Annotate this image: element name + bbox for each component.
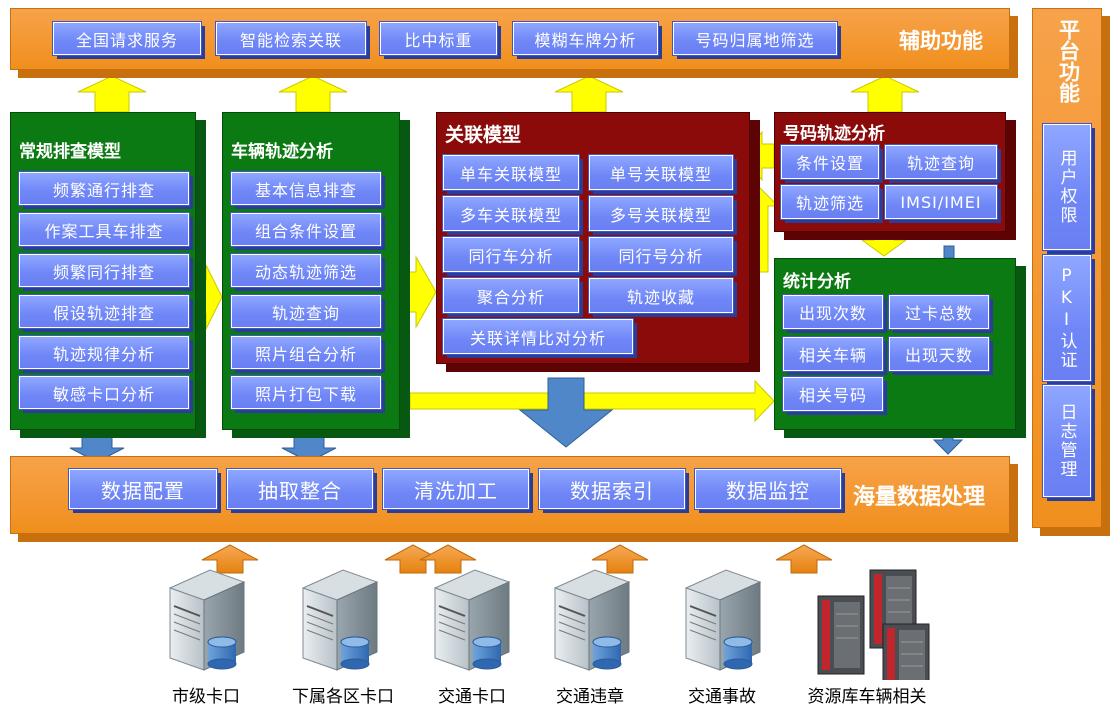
vehicle-item[interactable]: 组合条件设置 xyxy=(230,212,382,247)
arrow-up-relation xyxy=(554,75,624,113)
arrow-up-routine xyxy=(77,75,147,113)
panel-title: 统计分析 xyxy=(783,272,851,292)
relation-item[interactable]: 同行号分析 xyxy=(588,236,734,273)
relation-item[interactable]: 多号关联模型 xyxy=(588,195,734,232)
arrow-down-routine xyxy=(69,431,125,463)
server-icon xyxy=(554,569,630,671)
aux-title: 辅助功能 xyxy=(899,29,983,53)
arrow-left-number-relation xyxy=(741,130,775,182)
server-icon xyxy=(169,569,245,671)
data-item[interactable]: 数据配置 xyxy=(68,468,218,510)
platform-item[interactable]: PKI认证 xyxy=(1042,254,1092,382)
data-title: 海量数据处理 xyxy=(853,485,986,510)
arrow-up-source-3 xyxy=(419,544,477,574)
source-label: 下属各区卡口 xyxy=(292,687,394,707)
relation-item[interactable]: 关联详情比对分析 xyxy=(442,318,634,355)
arrow-up-source-1 xyxy=(201,544,259,574)
stats-item[interactable]: 出现次数 xyxy=(782,294,884,330)
stats-item[interactable]: 过卡总数 xyxy=(888,294,990,330)
arrow-up-number xyxy=(850,75,920,113)
data-item[interactable]: 数据监控 xyxy=(694,468,842,510)
aux-item[interactable]: 比中标重 xyxy=(379,21,498,56)
arrow-down-relation xyxy=(518,377,614,448)
arrow-up-vehicle xyxy=(278,75,348,113)
panel-title: 车辆轨迹分析 xyxy=(231,142,333,162)
stats-item[interactable]: 相关车辆 xyxy=(782,336,884,372)
arrow-right-routine-vehicle xyxy=(191,264,223,330)
relation-item[interactable]: 单号关联模型 xyxy=(588,154,734,191)
stats-item[interactable]: 出现天数 xyxy=(888,336,990,372)
panel-title: 常规排查模型 xyxy=(19,142,121,162)
stats-item[interactable]: 相关号码 xyxy=(782,376,884,412)
routine-item[interactable]: 敏感卡口分析 xyxy=(18,375,190,410)
data-processing-bar: 数据配置 抽取整合 清洗加工 数据索引 数据监控 海量数据处理 xyxy=(10,456,1010,534)
statistics-panel: 统计分析 出现次数 过卡总数 相关车辆 出现天数 相关号码 xyxy=(774,258,1016,430)
platform-item-label: 日志管理 xyxy=(1056,403,1077,479)
arrow-right-vehicle-stats xyxy=(409,379,775,423)
aux-function-bar: 全国请求服务 智能检索关联 比中标重 模糊车牌分析 号码归属地筛选 辅助功能 xyxy=(10,8,1010,70)
arrow-down-number-small xyxy=(943,245,955,259)
rack-server-icon xyxy=(817,595,865,675)
source-label: 资源库车辆相关 xyxy=(807,687,927,707)
vehicle-item[interactable]: 基本信息排查 xyxy=(230,171,382,206)
number-item[interactable]: 条件设置 xyxy=(780,144,880,180)
routine-item[interactable]: 频繁同行排查 xyxy=(18,253,190,288)
arrow-up-source-2 xyxy=(384,544,442,574)
platform-title-text: 平台功能 xyxy=(1056,19,1081,103)
relation-item[interactable]: 单车关联模型 xyxy=(442,154,580,191)
panel-title: 关联模型 xyxy=(445,124,522,146)
vehicle-item[interactable]: 照片打包下载 xyxy=(230,375,382,410)
server-icon xyxy=(434,569,510,671)
number-item[interactable]: 轨迹筛选 xyxy=(780,184,880,220)
data-item[interactable]: 抽取整合 xyxy=(226,468,374,510)
aux-item[interactable]: 全国请求服务 xyxy=(52,21,202,56)
relation-model-panel: 关联模型 单车关联模型 单号关联模型 多车关联模型 多号关联模型 同行车分析 同… xyxy=(436,112,750,364)
aux-item[interactable]: 模糊车牌分析 xyxy=(512,21,659,56)
aux-item[interactable]: 号码归属地筛选 xyxy=(672,21,838,56)
routine-item[interactable]: 假设轨迹排查 xyxy=(18,294,190,329)
routine-item[interactable]: 作案工具车排查 xyxy=(18,212,190,247)
vehicle-item[interactable]: 动态轨迹筛选 xyxy=(230,253,382,288)
relation-item[interactable]: 多车关联模型 xyxy=(442,195,580,232)
arrow-down-stats xyxy=(932,432,964,455)
source-label: 交通违章 xyxy=(556,687,624,707)
source-label: 市级卡口 xyxy=(172,687,240,707)
relation-item[interactable]: 同行车分析 xyxy=(442,236,580,273)
platform-item-label: 用户权限 xyxy=(1056,149,1077,225)
arrow-up-source-5 xyxy=(775,544,833,574)
server-icon xyxy=(685,569,761,671)
data-item[interactable]: 数据索引 xyxy=(538,468,686,510)
platform-function-bar: 平台功能 用户权限 PKI认证 日志管理 xyxy=(1032,8,1102,528)
rack-server-icon xyxy=(882,623,930,680)
arrow-up-source-4 xyxy=(591,544,649,574)
platform-item-label: PKI认证 xyxy=(1056,266,1077,370)
source-label: 交通卡口 xyxy=(438,687,506,707)
arrow-right-vehicle-relation xyxy=(395,255,437,329)
routine-item[interactable]: 轨迹规律分析 xyxy=(18,335,190,370)
source-label: 交通事故 xyxy=(688,687,756,707)
platform-item[interactable]: 用户权限 xyxy=(1042,123,1092,251)
vehicle-trajectory-panel: 车辆轨迹分析 基本信息排查 组合条件设置 动态轨迹筛选 轨迹查询 照片组合分析 … xyxy=(222,112,400,430)
number-item[interactable]: IMSI/IMEI xyxy=(884,184,998,220)
platform-item[interactable]: 日志管理 xyxy=(1042,384,1092,498)
relation-item[interactable]: 轨迹收藏 xyxy=(588,277,734,314)
server-icon xyxy=(302,569,378,671)
aux-item[interactable]: 智能检索关联 xyxy=(215,21,367,56)
number-trajectory-panel: 号码轨迹分析 条件设置 轨迹查询 轨迹筛选 IMSI/IMEI xyxy=(774,112,1006,232)
vehicle-item[interactable]: 轨迹查询 xyxy=(230,294,382,329)
vehicle-item[interactable]: 照片组合分析 xyxy=(230,335,382,370)
number-item[interactable]: 轨迹查询 xyxy=(884,144,998,180)
platform-title: 平台功能 xyxy=(1033,13,1103,109)
routine-model-panel: 常规排查模型 频繁通行排查 作案工具车排查 频繁同行排查 假设轨迹排查 轨迹规律… xyxy=(10,112,196,430)
source-icons xyxy=(169,569,930,680)
data-item[interactable]: 清洗加工 xyxy=(382,468,530,510)
arrow-down-number-stats xyxy=(860,231,908,257)
routine-item[interactable]: 频繁通行排查 xyxy=(18,171,190,206)
arrow-down-vehicle xyxy=(281,431,337,463)
panel-title: 号码轨迹分析 xyxy=(783,124,885,144)
relation-item[interactable]: 聚合分析 xyxy=(442,277,580,314)
